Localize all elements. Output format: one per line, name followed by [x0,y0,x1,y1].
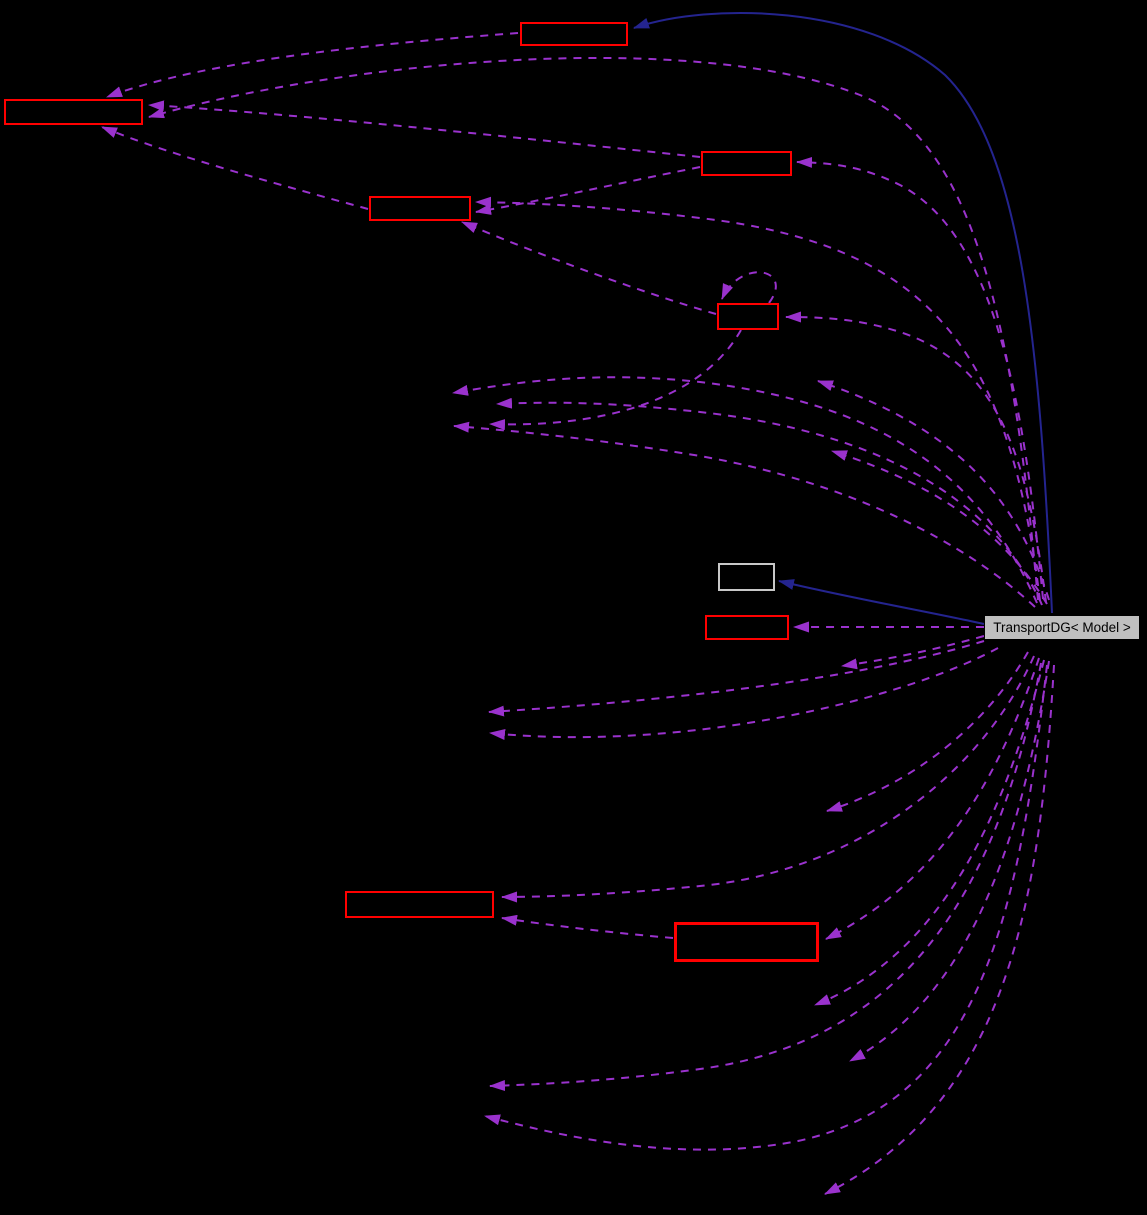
class-node-red-upper-mid[interactable] [701,151,792,176]
usage-edge [475,196,1041,602]
class-node-base [718,563,775,591]
usage-edge [148,56,1039,601]
usage-edge [489,329,742,431]
usage-edge [849,660,1050,1062]
usage-edge [148,100,701,158]
usage-edge [461,221,717,315]
usage-edge [501,655,1035,903]
usage-edge [826,651,1029,812]
inheritance-edge [633,11,1053,614]
class-node-red-lower-left[interactable] [345,891,494,918]
usage-edge [831,450,1048,605]
usage-edge [489,662,1042,1092]
usage-edge [452,376,1038,604]
usage-edge [106,32,519,98]
usage-edge [484,664,1048,1151]
class-node-red-selfloop[interactable] [717,303,779,330]
usage-edge [825,657,1040,940]
usage-edge [496,397,1043,606]
usage-edge [475,166,701,215]
usage-edge [488,640,985,717]
usage-edge [814,659,1045,1006]
inheritance-edge [778,579,985,625]
usage-edge [101,126,369,210]
usage-edge [453,421,1036,608]
class-node-red-left[interactable] [4,99,143,125]
class-node-red-center[interactable] [705,615,789,640]
usage-edge [501,914,674,939]
main-class-node: TransportDG< Model > [984,615,1140,640]
usage-edge [817,380,1050,601]
usage-edge [489,647,999,740]
usage-edge [824,664,1055,1195]
class-node-red-lower-mid[interactable] [674,922,819,962]
usage-edge [796,156,1044,600]
usage-edge [841,635,985,670]
self-loop-edge [721,271,777,304]
usage-edge [785,311,1047,603]
class-node-red-top[interactable] [520,22,628,46]
class-node-red-mid-left[interactable] [369,196,471,221]
main-class-label: TransportDG< Model > [993,620,1131,635]
